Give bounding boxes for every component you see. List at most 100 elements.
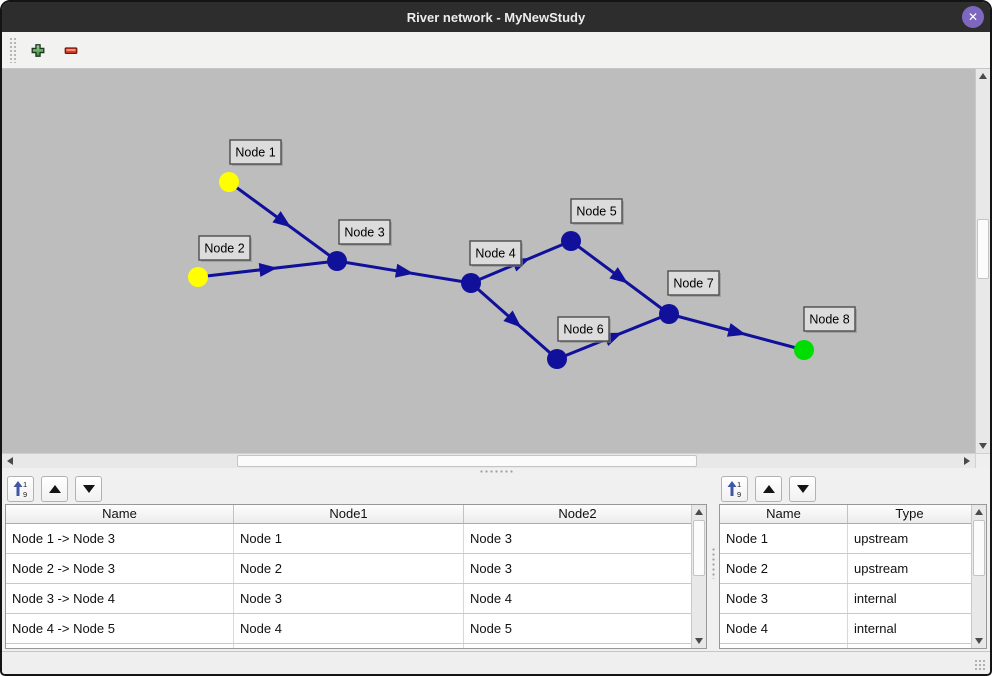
table-cell[interactable]: Node 3 -> Node 4 [6, 584, 234, 613]
table-row[interactable]: Node 3 internal [720, 584, 971, 614]
scroll-down-button[interactable] [692, 634, 706, 648]
table-cell[interactable] [720, 644, 848, 648]
scroll-down-button[interactable] [976, 439, 990, 453]
node-label-box[interactable] [198, 235, 251, 261]
column-header[interactable]: Type [895, 506, 924, 521]
status-bar [2, 651, 990, 674]
table-cell[interactable]: Node 3 [720, 584, 848, 613]
node-label-box[interactable] [557, 316, 610, 342]
remove-node-button[interactable] [58, 37, 84, 63]
scroll-left-button[interactable] [3, 454, 17, 468]
links-move-down-button[interactable] [75, 476, 102, 502]
sort-ascending-icon: 1 9 [13, 480, 27, 498]
scroll-up-button[interactable] [976, 69, 990, 83]
toolbar-drag-handle[interactable] [9, 37, 16, 63]
column-header[interactable]: Name [720, 505, 848, 523]
canvas-vertical-scrollbar[interactable] [975, 69, 990, 453]
table-cell[interactable] [234, 644, 464, 648]
node-label-box[interactable] [803, 306, 856, 332]
node-label: Node 8 [809, 313, 849, 327]
table-cell[interactable]: upstream [854, 561, 909, 576]
links-move-up-button[interactable] [41, 476, 68, 502]
node-node-1[interactable] [219, 172, 239, 192]
table-cell[interactable]: Node 4 -> Node 5 [6, 614, 234, 643]
table-cell[interactable]: Node 5 [470, 621, 512, 636]
links-table-scrollbar[interactable] [691, 505, 706, 648]
nodes-move-up-button[interactable] [755, 476, 782, 502]
tables-vertical-splitter[interactable] [710, 474, 716, 651]
node-node-8[interactable] [794, 340, 814, 360]
svg-text:1: 1 [737, 480, 741, 489]
table-cell[interactable] [464, 644, 691, 648]
table-row[interactable] [6, 644, 691, 648]
table-cell[interactable] [848, 644, 971, 648]
table-cell[interactable]: Node 2 -> Node 3 [6, 554, 234, 583]
node-node-7[interactable] [659, 304, 679, 324]
nodes-table-scrollbar[interactable] [971, 505, 986, 648]
node-label: Node 2 [204, 242, 244, 256]
horizontal-scroll-thumb[interactable] [237, 455, 697, 467]
table-cell[interactable]: Node 3 [470, 531, 512, 546]
column-header[interactable]: Node2 [558, 506, 597, 521]
links-sort-button[interactable]: 1 9 [7, 476, 34, 502]
table-row[interactable]: Node 2 upstream [720, 554, 971, 584]
table-cell[interactable]: Node 3 [234, 584, 464, 613]
node-label-box[interactable] [469, 240, 522, 266]
table-cell[interactable]: Node 2 [234, 554, 464, 583]
canvas-horizontal-scrollbar[interactable] [2, 453, 990, 468]
node-label-box[interactable] [667, 270, 720, 296]
vertical-scroll-thumb[interactable] [973, 520, 985, 576]
up-arrow-icon [695, 509, 703, 515]
scroll-right-button[interactable] [960, 454, 974, 468]
table-cell[interactable]: Node 1 [234, 524, 464, 553]
scroll-down-button[interactable] [972, 634, 986, 648]
column-header[interactable]: Node1 [234, 505, 464, 523]
sort-ascending-icon: 1 9 [727, 480, 741, 498]
table-row[interactable]: Node 4 internal [720, 614, 971, 644]
edge-arrow-icon [726, 323, 747, 337]
node-node-4[interactable] [461, 273, 481, 293]
node-label-box[interactable] [338, 219, 391, 245]
add-node-button[interactable] [25, 37, 51, 63]
table-cell[interactable]: Node 3 [470, 561, 512, 576]
vertical-scroll-thumb[interactable] [977, 219, 989, 279]
table-cell[interactable]: Node 4 [234, 614, 464, 643]
table-cell[interactable]: Node 4 [720, 614, 848, 643]
resize-grip[interactable] [974, 659, 987, 672]
nodes-sort-button[interactable]: 1 9 [721, 476, 748, 502]
titlebar[interactable]: River network - MyNewStudy ✕ [2, 2, 990, 32]
scroll-up-button[interactable] [692, 505, 706, 519]
scroll-up-button[interactable] [972, 505, 986, 519]
table-cell[interactable]: Node 1 [720, 524, 848, 553]
table-cell[interactable]: internal [854, 621, 897, 636]
node-node-2[interactable] [188, 267, 208, 287]
node-label-box[interactable] [229, 139, 282, 165]
table-row[interactable] [720, 644, 971, 648]
main-toolbar [2, 32, 990, 69]
close-button[interactable]: ✕ [962, 6, 984, 28]
table-cell[interactable]: Node 1 -> Node 3 [6, 524, 234, 553]
canvas-tables-splitter[interactable] [2, 468, 990, 474]
node-node-3[interactable] [327, 251, 347, 271]
table-cell[interactable]: Node 2 [720, 554, 848, 583]
vertical-scroll-thumb[interactable] [693, 520, 705, 576]
node-label-box[interactable] [570, 198, 623, 224]
column-header[interactable]: Name [6, 505, 234, 523]
up-triangle-icon [762, 485, 775, 493]
nodes-move-down-button[interactable] [789, 476, 816, 502]
table-cell[interactable]: internal [854, 591, 897, 606]
table-cell[interactable]: upstream [854, 531, 909, 546]
table-row[interactable]: Node 1 upstream [720, 524, 971, 554]
table-cell[interactable] [6, 644, 234, 648]
table-cell[interactable]: Node 4 [470, 591, 512, 606]
node-node-6[interactable] [547, 349, 567, 369]
node-node-5[interactable] [561, 231, 581, 251]
